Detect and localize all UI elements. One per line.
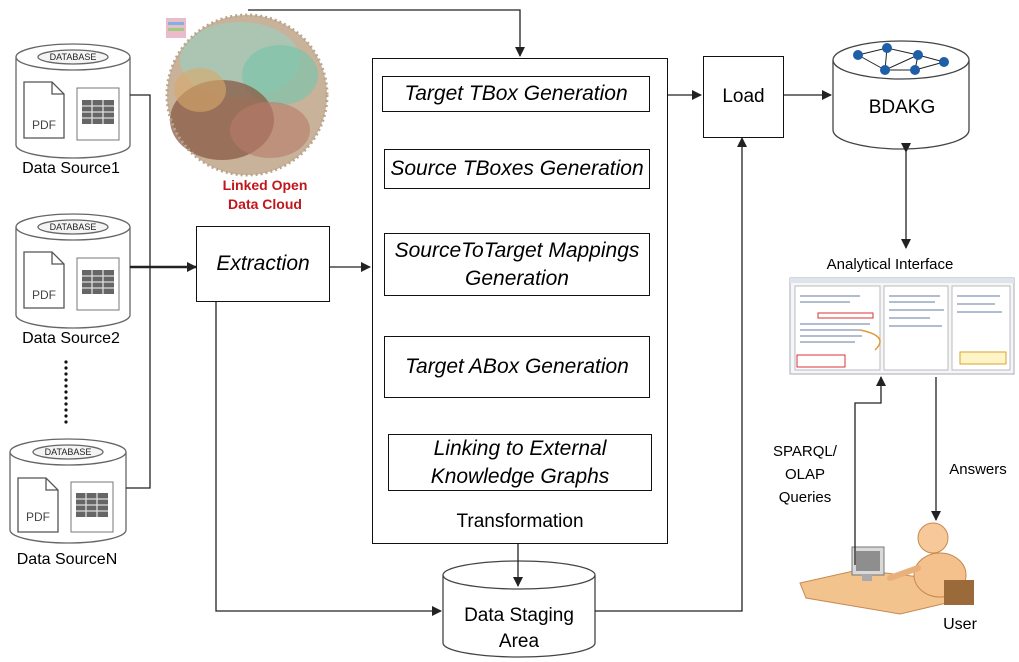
step-target-abox-label: Target ABox Generation (405, 355, 629, 378)
arrow-extraction-to-staging (215, 301, 442, 616)
answers-label: Answers (949, 461, 1007, 478)
pdf-label: PDF (32, 288, 56, 302)
lod-label-line2: Data Cloud (228, 196, 302, 212)
queries-line3: Queries (778, 489, 832, 506)
graph-network-icon (853, 43, 949, 75)
step-linking: Linking to External Knowledge Graphs (388, 434, 652, 491)
analytical-interface-screenshot (789, 277, 1015, 375)
staging-label-line1: Data Staging (464, 605, 574, 626)
transformation-label: Transformation (456, 511, 584, 532)
load-box: Load (703, 56, 784, 138)
step-target-tbox: Target TBox Generation (382, 76, 650, 112)
lod-label-line1: Linked Open (222, 177, 308, 193)
step-mappings: SourceToTarget Mappings Generation (384, 233, 650, 296)
pdf-label: PDF (32, 118, 56, 132)
arrow-queries (854, 376, 886, 565)
staging-label-line2: Area (498, 631, 540, 652)
user-label: User (943, 616, 977, 633)
data-source-n-label: Data SourceN (16, 551, 118, 568)
database-label: DATABASE (44, 447, 92, 457)
source-bus-line (126, 94, 151, 489)
database-label: DATABASE (49, 52, 97, 62)
pdf-document-icon (17, 81, 65, 533)
pdf-label: PDF (26, 510, 50, 524)
arrow-lod-to-transformation (248, 9, 525, 57)
database-label: DATABASE (49, 222, 97, 232)
queries-line2: OLAP (784, 466, 826, 483)
queries-line1: SPARQL/ (773, 443, 837, 460)
bdakg-cylinder (832, 40, 970, 150)
spreadsheet-icon (70, 87, 120, 533)
bdakg-label: BDAKG (868, 97, 936, 118)
step-target-tbox-label: Target TBox Generation (404, 82, 628, 105)
data-source-2-label: Data Source2 (22, 330, 120, 347)
step-source-tboxes-label: Source TBoxes Generation (390, 157, 644, 180)
data-source-1-label: Data Source1 (22, 160, 120, 177)
extraction-box: Extraction (196, 226, 330, 302)
linked-open-data-cloud-image (165, 13, 329, 177)
step-target-abox: Target ABox Generation (384, 336, 650, 398)
staging-label: Data Staging Area (443, 603, 595, 655)
ellipsis-dots (64, 360, 68, 424)
queries-label: SPARQL/ OLAP Queries (766, 440, 844, 509)
step-linking-line1: Linking to External (433, 436, 607, 460)
step-mappings-line1: SourceToTarget Mappings (394, 238, 640, 262)
step-source-tboxes: Source TBoxes Generation (384, 149, 650, 189)
user-figure-icon (799, 522, 974, 615)
arrow-staging-to-load (595, 137, 747, 612)
step-mappings-line2: Generation (465, 266, 569, 290)
step-linking-line2: Knowledge Graphs (430, 464, 610, 488)
analytical-interface-label: Analytical Interface (826, 256, 954, 273)
lod-label: Linked Open Data Cloud (205, 176, 325, 214)
